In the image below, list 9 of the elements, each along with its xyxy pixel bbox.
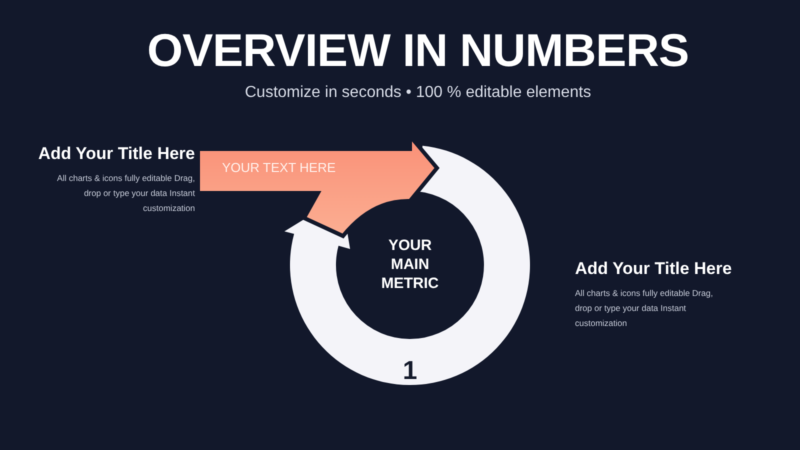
title: OVERVIEW IN NUMBERS	[146, 27, 690, 73]
subtitle: Customize in seconds • 100 % editable elements	[244, 83, 592, 103]
arrow-text: YOUR TEXT HERE	[222, 160, 337, 176]
block-description: All charts & icons fully editable Drag, drop or type your data Instant customization	[575, 287, 714, 330]
block-title: Add Your Title Here	[37, 143, 195, 165]
block-title: Add Your Title Here	[575, 258, 733, 280]
metric-label: YOUR MAIN METRIC	[380, 236, 440, 293]
block-description: All charts & icons fully editable Drag, drop or type your data Instant customization	[56, 172, 195, 215]
step-number: 1	[402, 355, 418, 385]
